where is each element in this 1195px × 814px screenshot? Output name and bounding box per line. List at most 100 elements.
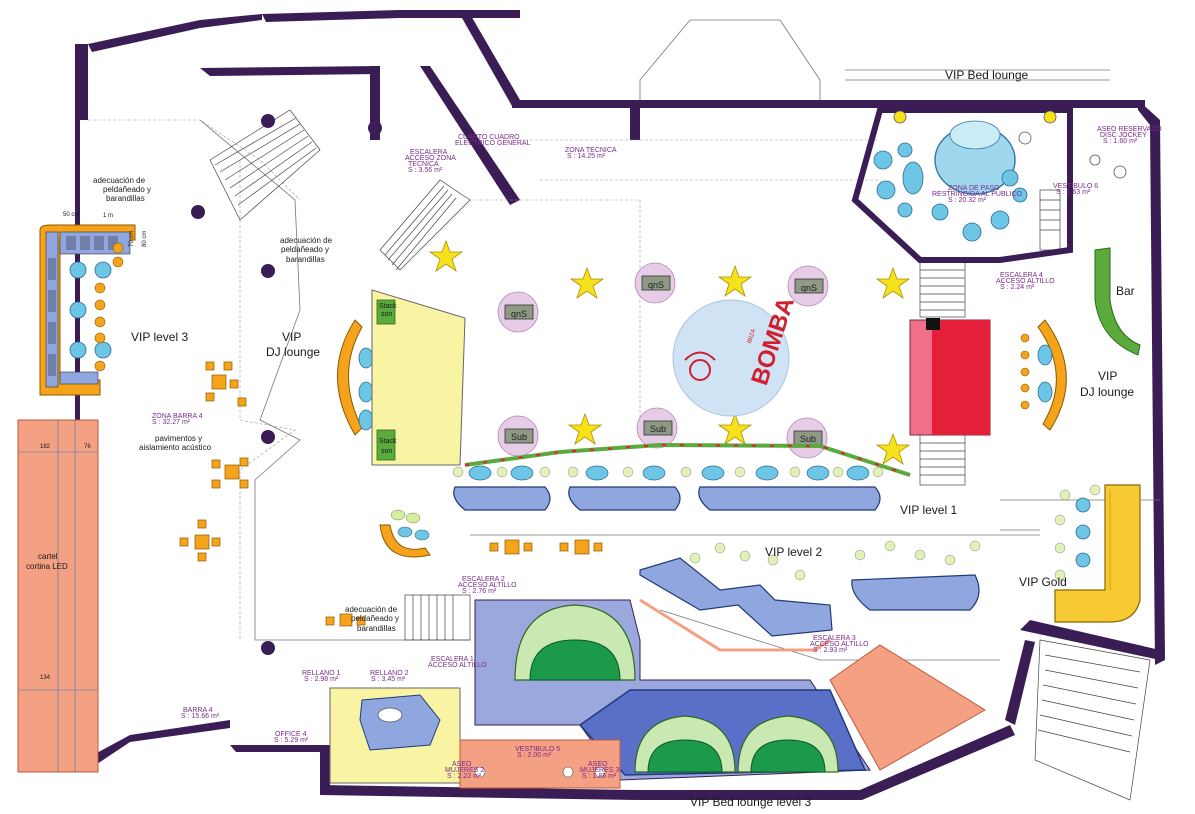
dim-134: 134 [40,675,51,681]
star-2 [569,266,605,300]
note-pavimentos-b: aislamiento acústico [139,443,212,452]
label-sub-3: qnS [801,283,817,293]
bottom-yellow-room [329,687,461,784]
room-vestibulo6-2: S : 1.63 m² [1056,189,1091,196]
salmon-path [639,598,831,652]
dim-70cm: 70 cm [129,231,135,247]
room-esc3-3: S : 2.93 m² [813,647,848,654]
dj-booth [371,289,466,466]
room-cuarto-1: CUARTO CUADRO [458,134,520,141]
right-stage [909,318,1067,436]
room-cuarto-2: ELECTRICO GENERAL [455,140,531,147]
star-5 [567,412,603,446]
dim-80cm: 80 cm [142,231,148,247]
label-sub-6: Sub [800,434,816,444]
note-pavimentos-a: pavimentos y [155,434,202,443]
room-esc3-2: ACCESO ALTILLO [810,641,869,648]
room-vestibulo6-1: VESTIBULO 6 [1053,183,1098,190]
note-cartel-a: cartel [38,552,58,561]
stairs-top-center [379,179,471,271]
dim-76: 76 [84,444,91,450]
bar-counter [1094,247,1141,356]
room-zona-barra4-1: ZONA BARRA 4 [152,413,203,420]
room-aseo-res-1: ASEO RESERVADO [1097,126,1162,133]
room-escalera-acc-1: ESCALERA [410,149,448,156]
room-vestibulo5-1: VESTIBULO 5 [515,746,560,753]
label-stack-bottom-2: son [381,448,392,455]
room-esc4-3: S : 2.24 m² [1000,284,1035,291]
room-barra4-2: S : 15.66 m² [181,713,220,720]
wall-inner-2 [200,66,380,76]
wall-inner-3 [600,100,640,140]
room-zona-barra4-2: S : 32.27 m² [152,419,191,426]
label-bar: Bar [1116,284,1135,298]
salmon-stairs [829,644,986,771]
note-cartel-b: cortina LED [26,562,68,571]
room-esc4-1: ESCALERA 4 [1000,272,1043,279]
note-adecuacion-2c: barandillas [286,255,325,264]
room-rellano2-1: RELLANO 2 [370,670,409,677]
label-stack-top-2: son [381,311,392,318]
wall-top-long [512,100,1145,108]
dim-50cm: 50 cm [63,212,79,218]
room-barra4-1: BARRA 4 [183,707,213,714]
star-7 [875,432,911,466]
room-esc2-2: ACCESO ALTILLO [458,582,517,589]
room-escalera-acc-3: TECNICA [408,161,439,168]
vip-level3-sofa [39,224,136,396]
note-adecuacion-3a: adecuación de [345,605,398,614]
room-zona-paso-3: S : 20.32 m² [948,197,987,204]
label-vip-level1: VIP level 1 [900,503,957,517]
wall-right [1138,100,1165,665]
room-aseo-muj3-2: MUJERES 3 [580,767,619,774]
room-escalera-acc-2: ACCESO ZONA [405,155,456,162]
room-zona-tecnica-2: S : 14.25 m² [567,153,606,160]
subwoofers [497,262,829,459]
note-adecuacion-1c: barandillas [106,194,145,203]
label-sub-4: Sub [511,432,527,442]
star-6 [717,412,753,446]
label-sub-1: qnS [511,309,527,319]
room-escalera-acc-4: S : 3.56 m² [408,167,443,174]
room-vestibulo5-2: S : 2.00 m² [517,752,552,759]
inner-lines [88,119,880,640]
note-adecuacion-2a: adecuación de [280,236,333,245]
room-office4-1: OFFICE 4 [275,731,307,738]
label-vip-gold: VIP Gold [1019,575,1067,589]
note-adecuacion-3c: barandillas [357,624,396,633]
note-adecuacion-1b: peldañeado y [103,185,151,194]
room-zona-paso-2: RESTRINGIDA AL PUBLICO [932,191,1023,198]
note-adecuacion-1a: adecuación de [93,176,146,185]
room-esc1-1: ESCALERA 1 [431,656,474,663]
star-3 [717,264,753,298]
room-office4-2: S : 5.29 m² [274,737,309,744]
label-vip-bed-lounge-level3: VIP Bed lounge level 3 [690,795,812,809]
vip-bed-lounge-area [851,107,1127,263]
labels: VIP Bed lounge VIP Bed lounge level 3 VI… [26,68,1162,809]
dim-182: 182 [40,444,51,450]
room-esc3-1: ESCALERA 3 [813,635,856,642]
dim-1m: 1 m [103,213,113,219]
label-vip-dj-lounge-right-2: DJ lounge [1080,385,1134,399]
room-rellano1-2: S : 2.98 m² [304,676,339,683]
logo-ibiza: IBIZA [747,328,757,344]
pillars [191,114,382,655]
room-aseo-res-2: DISC JOCKEY [1100,132,1147,139]
label-vip-level2: VIP level 2 [765,545,822,559]
label-sub-2: qnS [648,280,664,290]
star-1 [428,239,464,273]
label-vip-bed-lounge: VIP Bed lounge [945,68,1029,82]
room-esc1-2: ACCESO ALTILLO [428,662,487,669]
vip-gold [1054,484,1141,623]
room-aseo-res-3: S : 1.60 m² [1103,138,1138,145]
stairs-bottom-right [1034,639,1151,801]
room-aseo-muj3-3: S : 1.86 m² [582,773,617,780]
left-table-groups [179,361,603,627]
restrooms [459,739,621,789]
vip-bed-lounge-level3 [474,599,871,781]
note-adecuacion-3b: peldañeado y [351,614,399,623]
wall-top-left [88,14,262,52]
stack-bottom [376,429,396,461]
label-stack-top-1: Stack [379,303,397,310]
